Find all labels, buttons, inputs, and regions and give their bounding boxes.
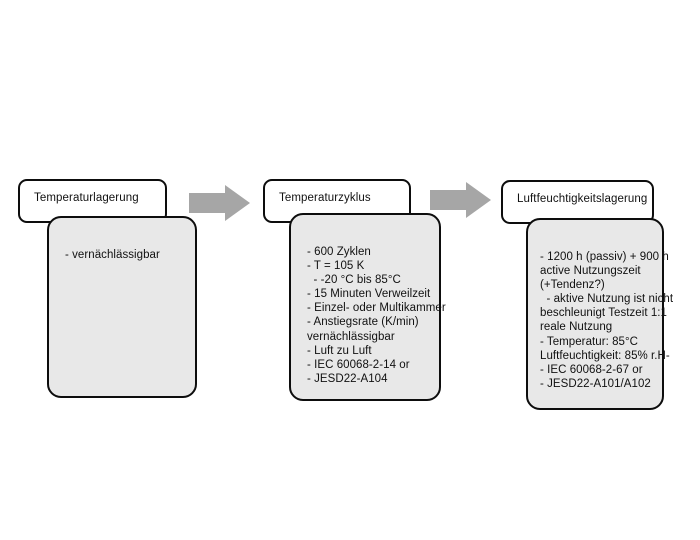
body-line: Luftfeuchtigkeit: 85% r.H- <box>540 349 670 362</box>
stage-body-text-temperaturlagerung: - vernächlässigbar <box>65 248 187 262</box>
body-line: - T = 105 K <box>307 260 365 273</box>
body-line: reale Nutzung <box>540 321 613 334</box>
body-line: (+Tendenz?) <box>540 279 605 292</box>
body-line: - -20 °C bis 85°C <box>307 274 401 287</box>
body-line: - 15 Minuten Verweilzeit <box>307 288 431 301</box>
stage-body-text-temperaturzyklus: - 600 Zyklen - T = 105 K - -20 °C bis 85… <box>307 245 446 386</box>
body-line: beschleunigt Testzeit 1:1 <box>540 307 667 320</box>
stage-body-text-luftfeuchtigkeitslagerung: - 1200 h (passiv) + 900 h active Nutzung… <box>540 250 674 391</box>
body-line: - Anstiegsrate (K/min) <box>307 316 419 329</box>
stage-body-card-temperaturzyklus[interactable]: - 600 Zyklen - T = 105 K - -20 °C bis 85… <box>289 213 446 401</box>
stage-title-label-luftfeuchtigkeitslagerung: Luftfeuchtigkeitslagerung <box>517 193 648 205</box>
body-line: - JESD22-A104 <box>307 372 388 385</box>
body-line: - 600 Zyklen <box>307 246 371 258</box>
body-line: - Einzel- oder Multikammer <box>307 302 446 315</box>
stage-title-card-temperaturzyklus[interactable]: Temperaturzyklus <box>263 179 411 223</box>
stage-title-card-luftfeuchtigkeitslagerung[interactable]: Luftfeuchtigkeitslagerung <box>501 180 654 224</box>
body-line: - IEC 60068-2-67 or <box>540 363 643 376</box>
body-line: - IEC 60068-2-14 or <box>307 358 410 371</box>
body-line: vernächlässigbar <box>307 330 395 343</box>
body-line: - vernächlässigbar <box>65 249 160 261</box>
stage-title-label-temperaturlagerung: Temperaturlagerung <box>34 192 139 204</box>
body-line: - JESD22-A101/A102 <box>540 377 651 390</box>
body-line: active Nutzungszeit <box>540 265 641 278</box>
stage-title-label-temperaturzyklus: Temperaturzyklus <box>279 192 371 204</box>
body-line: - Luft zu Luft <box>307 344 372 357</box>
body-line: - aktive Nutzung ist nicht <box>540 293 674 306</box>
body-line: - 1200 h (passiv) + 900 h <box>540 251 669 263</box>
stage-body-card-luftfeuchtigkeitslagerung[interactable]: - 1200 h (passiv) + 900 h active Nutzung… <box>526 218 674 410</box>
body-line: - Temperatur: 85°C <box>540 335 638 348</box>
stage-title-card-temperaturlagerung[interactable]: Temperaturlagerung <box>18 179 167 223</box>
arrow-2 <box>430 181 492 219</box>
stage-body-card-temperaturlagerung[interactable]: - vernächlässigbar <box>47 216 197 398</box>
arrow-1 <box>189 184 251 222</box>
